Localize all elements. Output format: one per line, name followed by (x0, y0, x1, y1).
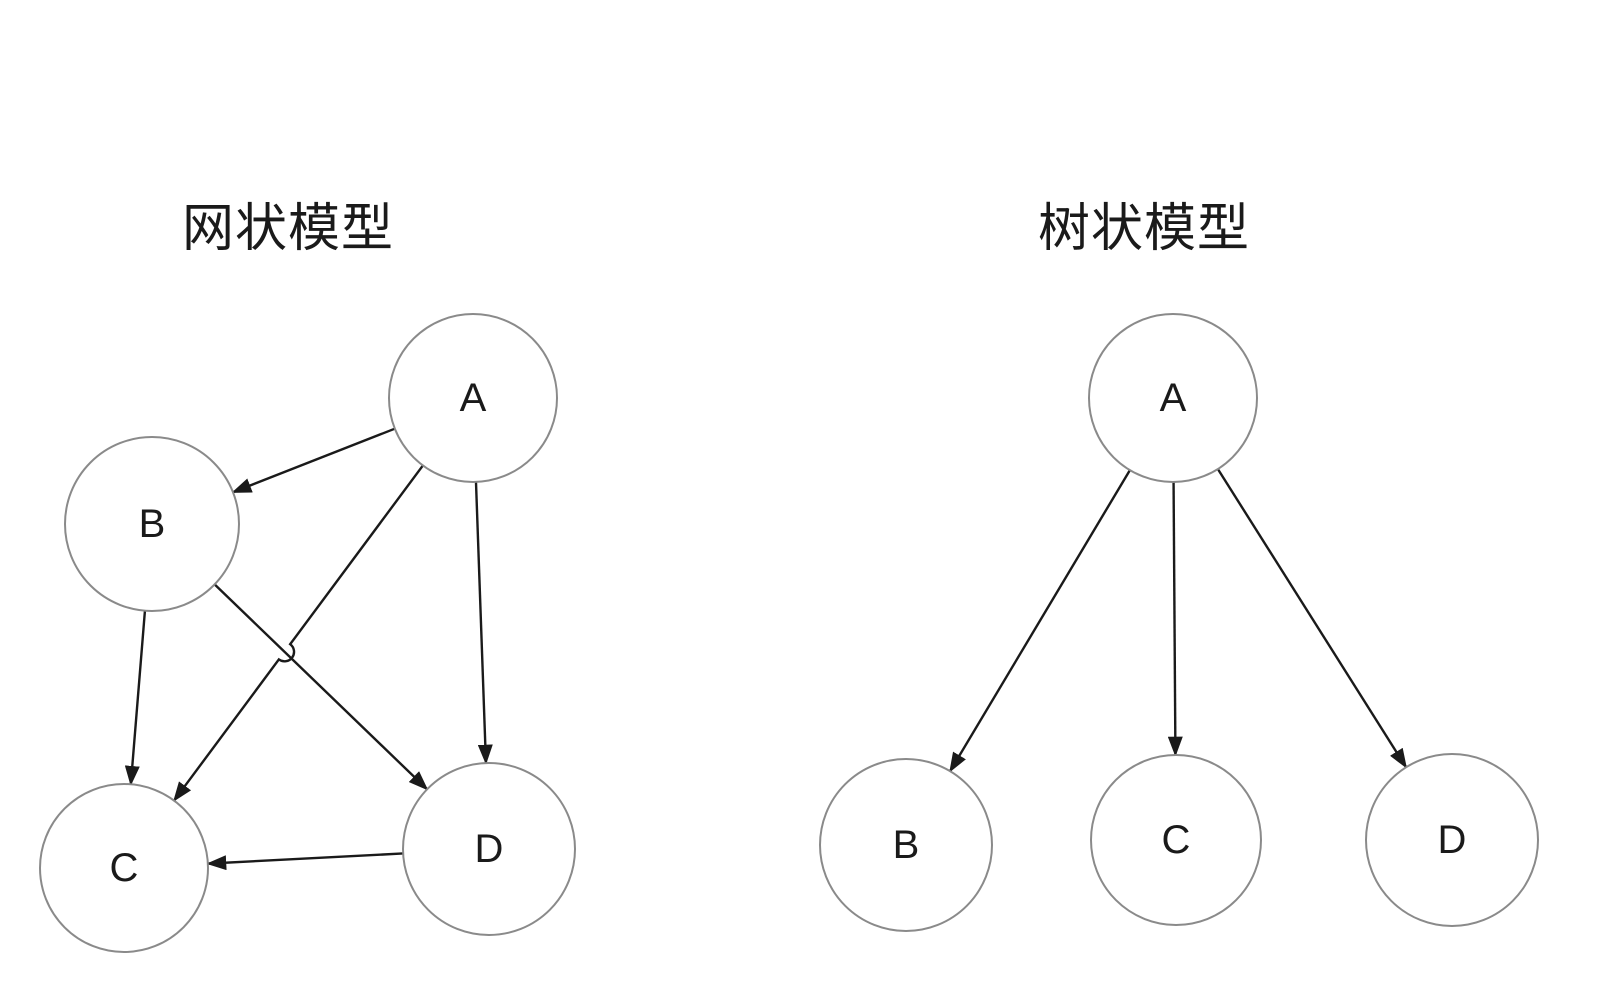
network-model-edge-A-to-D (474, 481, 493, 765)
tree-model-node-label-C: C (1162, 818, 1191, 862)
network-model-node-A (388, 313, 558, 483)
network-model-edge-D-to-C (206, 852, 404, 871)
network-model-node-label-C: C (110, 846, 139, 890)
network-model-node-D (402, 762, 576, 936)
tree-model-node-label-D: D (1438, 818, 1467, 862)
network-model-node-C (39, 783, 209, 953)
tree-model-node-B (819, 758, 993, 932)
tree-model-edge-A-to-D (1216, 468, 1408, 769)
network-model-node-label-B: B (139, 502, 166, 546)
network-model-edge-B-to-D (213, 583, 429, 791)
tree-model-edge-A-to-C (1167, 481, 1183, 757)
tree-model-node-label-A: A (1160, 376, 1187, 420)
network-model-node-label-D: D (475, 827, 504, 871)
tree-model-edge-A-to-B (949, 469, 1131, 773)
tree-model-node-C (1090, 754, 1262, 926)
network-model-title: 网状模型 (181, 200, 395, 258)
network-model-edge-A-to-B (231, 427, 396, 494)
tree-model-node-label-B: B (893, 823, 920, 867)
network-model-node-B (64, 436, 240, 612)
network-model-edge-B-to-C (124, 610, 147, 786)
tree-model-title: 树状模型 (1037, 200, 1251, 258)
network-model-edge-A-to-C (173, 464, 424, 802)
tree-model-node-A (1088, 313, 1258, 483)
network-model-node-label-A: A (460, 376, 487, 420)
tree-model-node-D (1365, 753, 1539, 927)
